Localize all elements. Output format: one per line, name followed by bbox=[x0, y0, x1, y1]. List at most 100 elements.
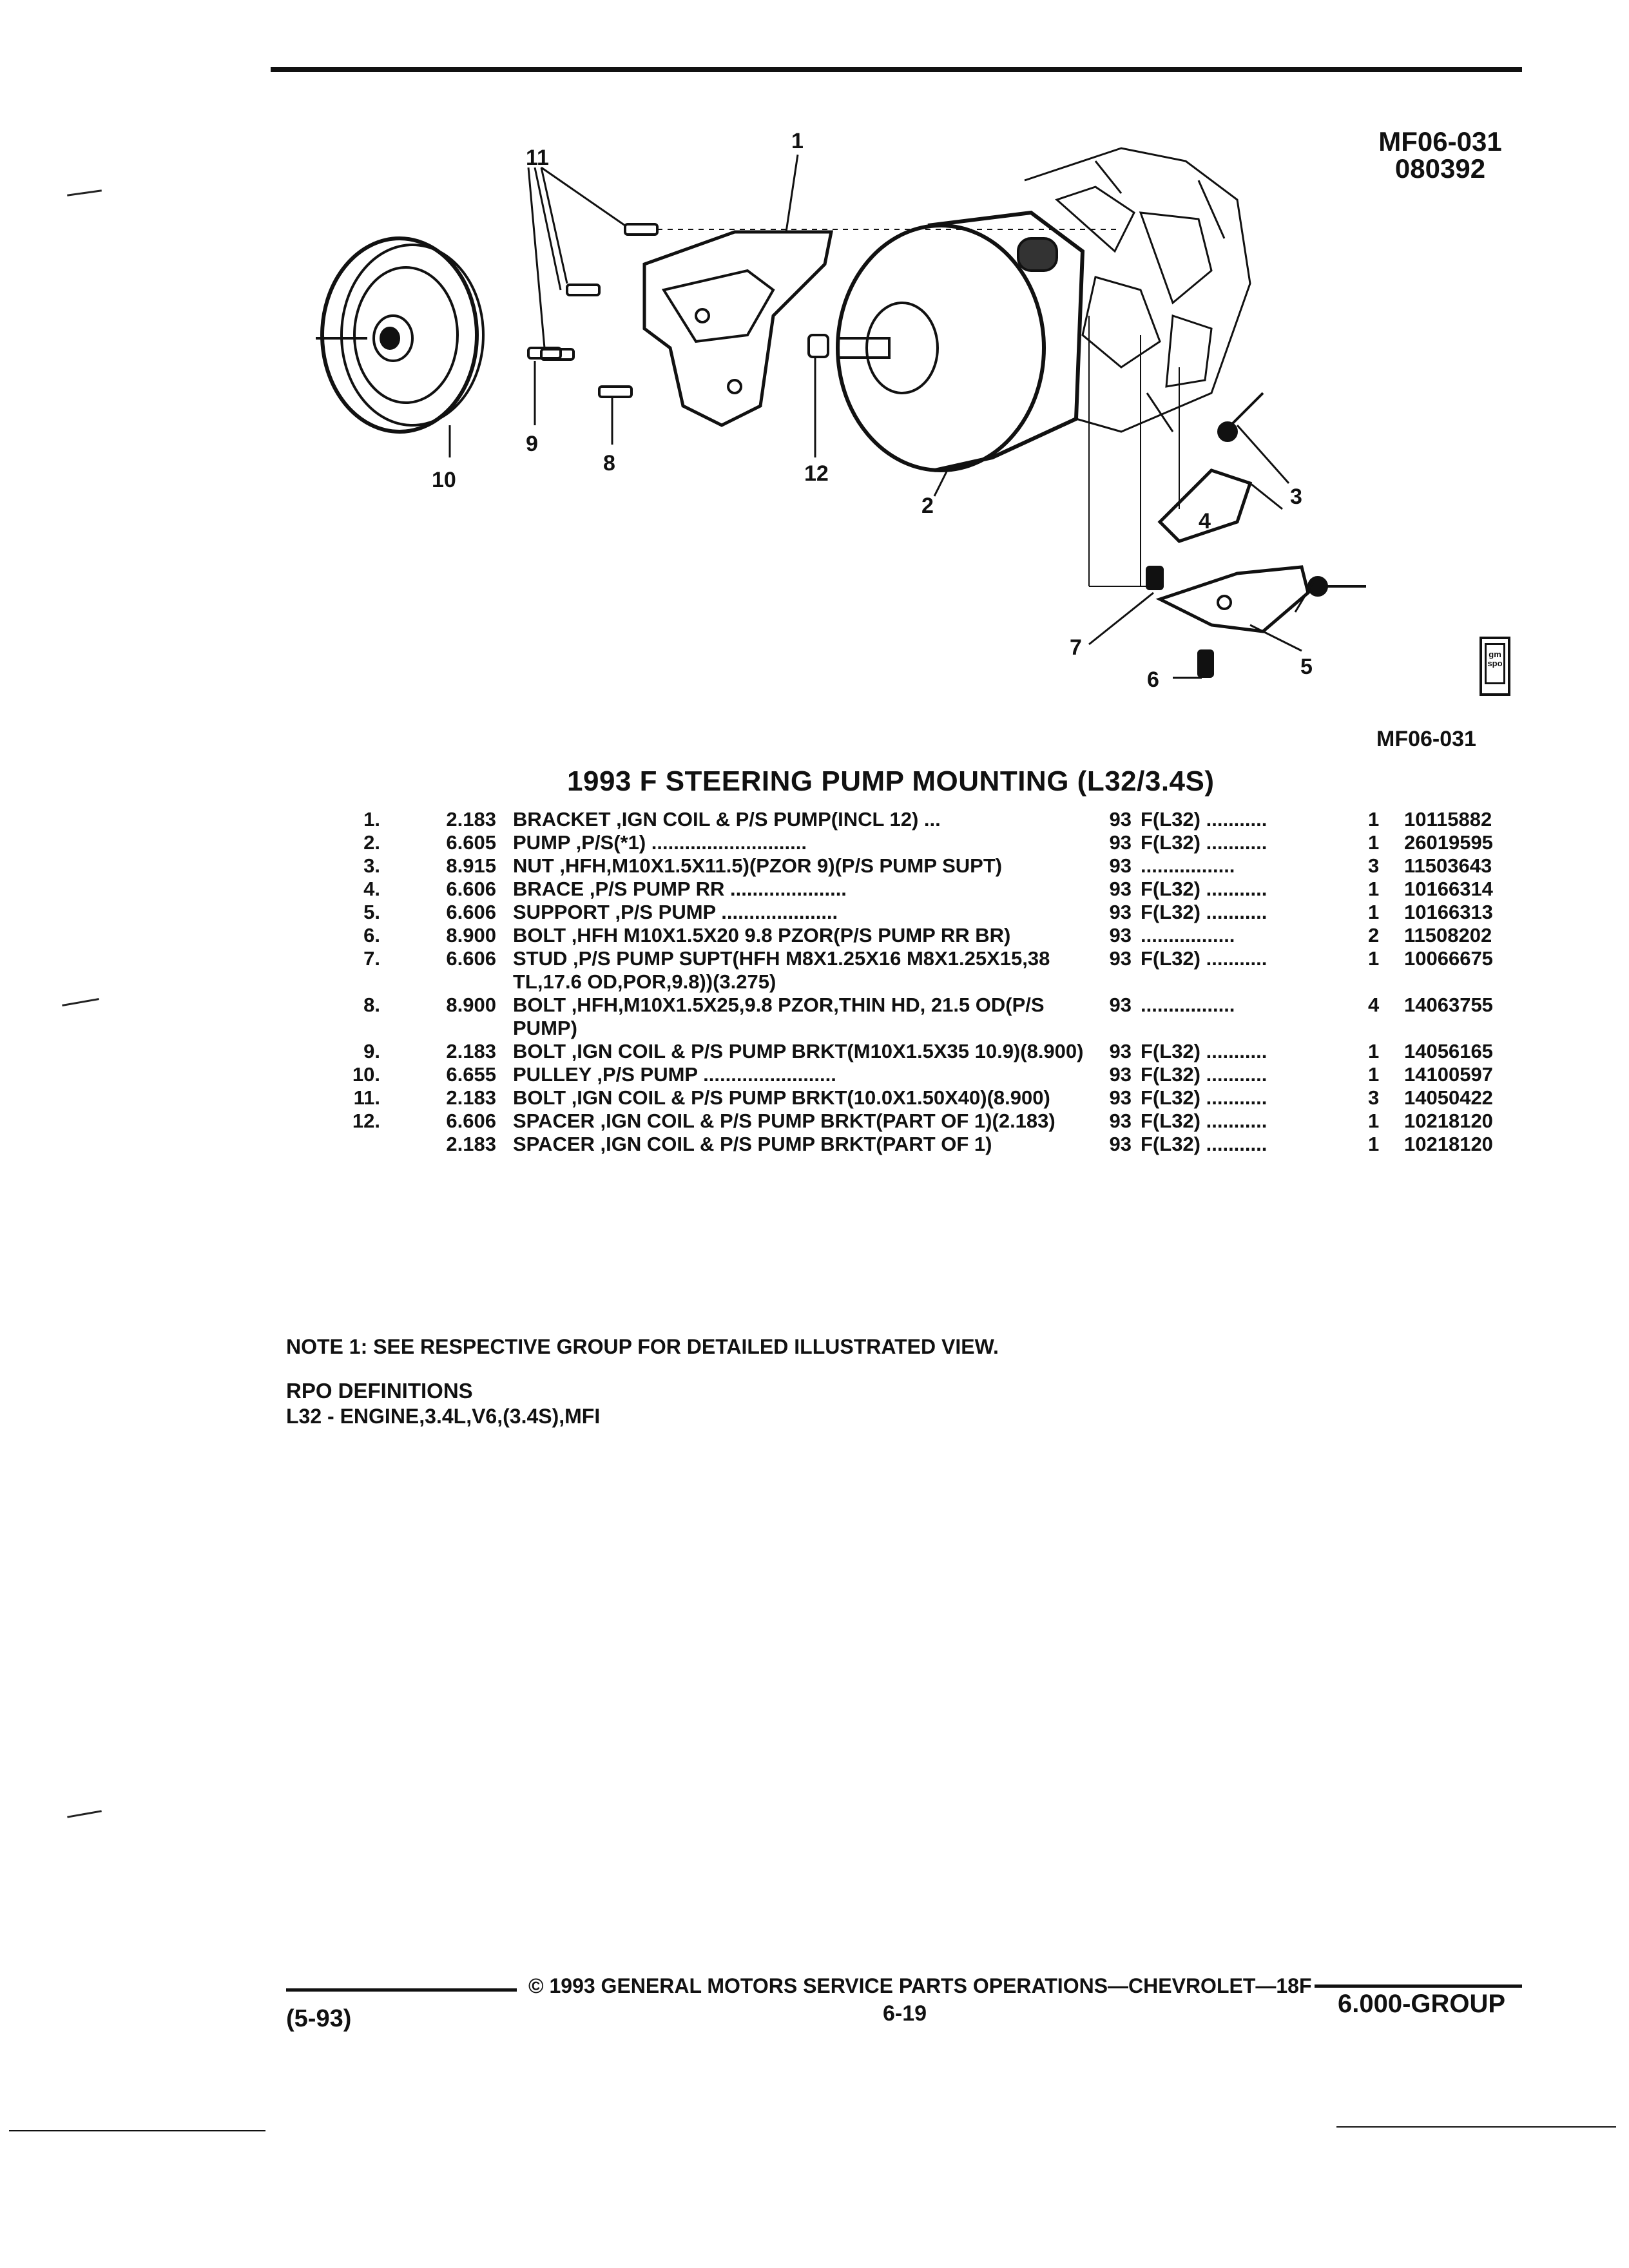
model-usage: F(L32) ........... bbox=[1141, 901, 1268, 923]
group-number: 2.183 bbox=[446, 1040, 496, 1062]
part-name: SPACER bbox=[513, 1110, 595, 1132]
model-usage: F(L32) ........... bbox=[1141, 1086, 1268, 1109]
part-description: BRACE ,P/S PUMP RR ..................... bbox=[513, 878, 1093, 901]
part-detail: ,IGN COIL & P/S PUMP BRKT(PART OF 1) bbox=[594, 1133, 992, 1155]
footer-bottom-rule-right bbox=[1336, 2126, 1616, 2128]
callout-7: 7 bbox=[1070, 635, 1082, 660]
part-description: BOLT ,HFH M10X1.5X20 9.8 PZOR(P/S PUMP R… bbox=[513, 924, 1093, 947]
part-description: STUD ,P/S PUMP SUPT(HFH M8X1.25X16 M8X1.… bbox=[513, 947, 1093, 994]
part-number: 10166314 bbox=[1404, 878, 1493, 900]
callout-2: 2 bbox=[921, 494, 934, 518]
footer-group: 6.000-GROUP bbox=[1338, 1990, 1506, 2018]
group-number: 6.605 bbox=[446, 831, 496, 854]
part-name: NUT bbox=[513, 854, 554, 877]
quantity: 2 bbox=[1368, 924, 1380, 947]
item-number: 6. bbox=[363, 924, 380, 947]
model-usage: F(L32) ........... bbox=[1141, 1110, 1268, 1132]
rpo-definition: L32 - ENGINE,3.4L,V6,(3.4S),MFI bbox=[286, 1405, 601, 1428]
model-usage: F(L32) ........... bbox=[1141, 1063, 1268, 1086]
group-number: 6.606 bbox=[446, 1110, 496, 1132]
part-description: SUPPORT ,P/S PUMP ..................... bbox=[513, 901, 1093, 924]
model-year: 93 bbox=[1109, 947, 1132, 970]
part-name: BOLT bbox=[513, 1086, 566, 1109]
group-number: 6.606 bbox=[446, 878, 496, 900]
part-description: SPACER ,IGN COIL & P/S PUMP BRKT(PART OF… bbox=[513, 1133, 1093, 1156]
part-number: 14050422 bbox=[1404, 1086, 1493, 1109]
item-number: 5. bbox=[363, 901, 380, 923]
footer-revision: (5-93) bbox=[286, 2005, 352, 2032]
quantity: 3 bbox=[1368, 1086, 1380, 1109]
callout-3: 3 bbox=[1290, 485, 1302, 509]
spacer-illustration bbox=[807, 334, 829, 358]
model-usage: ................. bbox=[1141, 854, 1235, 877]
model-usage: F(L32) ........... bbox=[1141, 831, 1268, 854]
quantity: 1 bbox=[1368, 831, 1380, 854]
quantity: 1 bbox=[1368, 878, 1380, 900]
item-number: 2. bbox=[363, 831, 380, 854]
footer-copyright: © 1993 GENERAL MOTORS SERVICE PARTS OPER… bbox=[528, 1974, 1312, 1997]
model-year: 93 bbox=[1109, 854, 1132, 877]
model-usage: F(L32) ........... bbox=[1141, 878, 1268, 900]
item-number: 7. bbox=[363, 947, 380, 970]
rpo-heading: RPO DEFINITIONS bbox=[286, 1379, 473, 1403]
footer-bottom-rule-left bbox=[9, 2130, 265, 2131]
model-year: 93 bbox=[1109, 1110, 1132, 1132]
part-number: 10218120 bbox=[1404, 1110, 1493, 1132]
item-number: 1. bbox=[363, 808, 380, 831]
part-detail: ,IGN COIL & P/S PUMP BRKT(M10X1.5X35 10.… bbox=[566, 1040, 1084, 1062]
part-detail: ,IGN COIL & P/S PUMP(INCL 12) bbox=[610, 808, 919, 831]
binder-mark bbox=[62, 997, 99, 1007]
part-number: 10218120 bbox=[1404, 1133, 1493, 1155]
part-description: BOLT ,IGN COIL & P/S PUMP BRKT(10.0X1.50… bbox=[513, 1086, 1093, 1110]
part-detail: ,P/S PUMP RR bbox=[584, 878, 725, 900]
leader-dots: ..................... bbox=[715, 901, 838, 923]
quantity: 1 bbox=[1368, 1110, 1380, 1132]
model-year: 93 bbox=[1109, 1063, 1132, 1086]
callout-12: 12 bbox=[804, 461, 829, 486]
quantity: 4 bbox=[1368, 994, 1380, 1016]
part-detail: ,P/S PUMP SUPT(HFH M8X1.25X16 M8X1.25X15… bbox=[513, 947, 1050, 993]
model-usage: F(L32) ........... bbox=[1141, 1133, 1268, 1155]
model-usage: F(L32) ........... bbox=[1141, 808, 1268, 831]
pump-illustration bbox=[836, 210, 1085, 472]
part-name: BOLT bbox=[513, 1040, 566, 1062]
group-number: 2.183 bbox=[446, 1133, 496, 1155]
table-row: 4. 6.606 BRACE ,P/S PUMP RR ..............… bbox=[309, 878, 1547, 901]
group-number: 8.900 bbox=[446, 994, 496, 1016]
part-name: PULLEY bbox=[513, 1063, 592, 1086]
part-description: PULLEY ,P/S PUMP .......................… bbox=[513, 1063, 1093, 1086]
quantity: 1 bbox=[1368, 901, 1380, 923]
quantity: 1 bbox=[1368, 1063, 1380, 1086]
part-description: BOLT ,HFH,M10X1.5X25,9.8 PZOR,THIN HD, 2… bbox=[513, 994, 1093, 1040]
model-usage: F(L32) ........... bbox=[1141, 947, 1268, 970]
leader-dots: ... bbox=[918, 808, 941, 831]
part-number: 10115882 bbox=[1404, 808, 1492, 831]
part-number: 11503643 bbox=[1404, 854, 1492, 877]
item-number: 4. bbox=[363, 878, 380, 900]
callout-6: 6 bbox=[1147, 668, 1159, 692]
part-name: BOLT bbox=[513, 994, 566, 1016]
model-year: 93 bbox=[1109, 831, 1132, 854]
brace-support-illustration bbox=[1088, 316, 1366, 678]
quantity: 1 bbox=[1368, 1040, 1380, 1062]
part-number: 14100597 bbox=[1404, 1063, 1493, 1086]
figure-caption-code: MF06-031 bbox=[1376, 727, 1476, 751]
callout-1: 1 bbox=[791, 129, 804, 153]
part-detail: ,HFH M10X1.5X20 9.8 PZOR(P/S PUMP RR BR) bbox=[566, 924, 1011, 947]
engine-block-illustration bbox=[1024, 147, 1251, 433]
part-number: 14063755 bbox=[1404, 994, 1493, 1016]
footer-rule-left bbox=[286, 1988, 517, 1992]
part-number: 26019595 bbox=[1404, 831, 1493, 854]
model-year: 93 bbox=[1109, 1133, 1132, 1155]
group-number: 6.655 bbox=[446, 1063, 496, 1086]
part-name: SUPPORT bbox=[513, 901, 610, 923]
model-year: 93 bbox=[1109, 994, 1132, 1016]
model-usage: ................. bbox=[1141, 994, 1235, 1016]
item-number: 8. bbox=[363, 994, 380, 1016]
table-row: 8. 8.900 BOLT ,HFH,M10X1.5X25,9.8 PZOR,THI… bbox=[309, 994, 1547, 1040]
